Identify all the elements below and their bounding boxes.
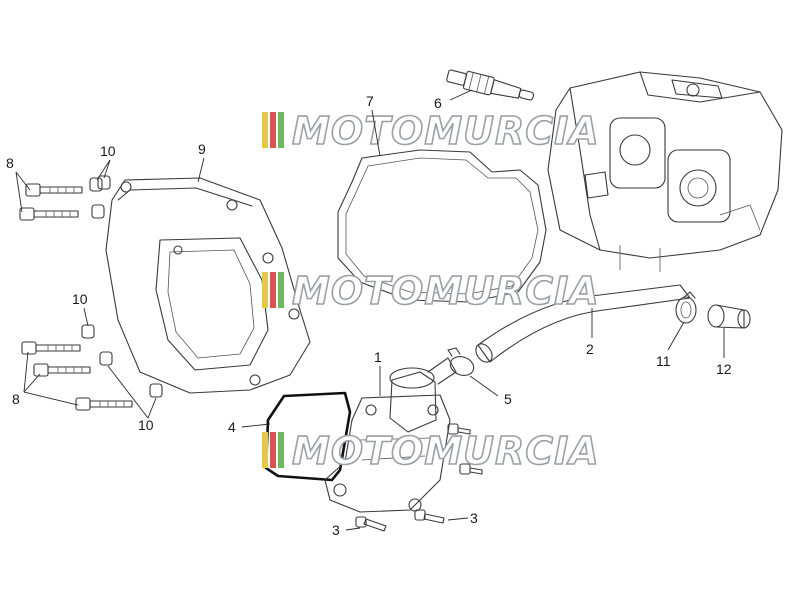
label-part-10: 10 <box>72 291 88 307</box>
watermark-stripe <box>262 432 268 468</box>
watermark-text: MOTOMURCIA <box>292 269 600 313</box>
label-part-1: 1 <box>374 349 382 365</box>
valve-cover-gasket <box>337 149 547 303</box>
watermark-stripe <box>278 272 284 308</box>
label-part-4: 4 <box>228 419 236 435</box>
valve-cover <box>105 177 311 394</box>
watermark-stripe <box>278 432 284 468</box>
watermark-stripe <box>270 112 276 148</box>
label-part-5: 5 <box>504 391 512 407</box>
cylinder-head <box>547 71 783 272</box>
watermark-stripe <box>262 112 268 148</box>
watermark-text: MOTOMURCIA <box>292 109 600 153</box>
label-part-12: 12 <box>716 361 732 377</box>
label-part-7: 7 <box>366 93 374 109</box>
label-part-2: 2 <box>586 341 594 357</box>
union-fitting <box>707 304 751 329</box>
screws <box>355 423 483 532</box>
label-part-10: 10 <box>138 417 154 433</box>
label-part-9: 9 <box>198 141 206 157</box>
label-part-11: 11 <box>656 353 671 369</box>
bolts-group-top <box>19 183 83 221</box>
spark-plug <box>446 69 535 101</box>
watermark-stripe <box>278 112 284 148</box>
label-part-8: 8 <box>6 155 14 171</box>
label-part-8: 8 <box>12 391 20 407</box>
watermark-stripe <box>270 272 276 308</box>
label-part-3: 3 <box>332 522 340 538</box>
part-labels: 8 10 9 10 8 10 7 6 1 2 5 4 3 3 11 12 <box>6 93 732 538</box>
watermark-stripe <box>270 432 276 468</box>
label-part-3: 3 <box>470 510 478 526</box>
label-part-10: 10 <box>100 143 116 159</box>
watermark-stripe <box>262 272 268 308</box>
leader-lines <box>15 89 725 531</box>
hose-clamp <box>447 347 475 376</box>
hose-clamp-upper <box>675 291 697 324</box>
bolts-group-bottom <box>21 341 133 411</box>
spacers <box>81 175 163 398</box>
watermark: MOTOMURCIA MOTOMURCIA MOTOMURCIA <box>262 108 600 474</box>
label-part-6: 6 <box>434 95 442 111</box>
watermark-text: MOTOMURCIA <box>292 429 600 473</box>
